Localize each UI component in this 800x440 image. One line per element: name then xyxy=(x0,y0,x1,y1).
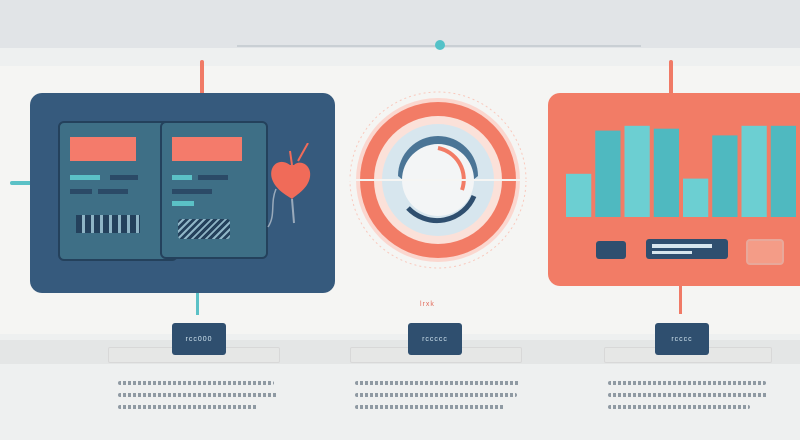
chart-bar xyxy=(653,128,679,217)
dial-gauge-icon xyxy=(338,91,538,269)
range-bar-fill xyxy=(652,244,712,248)
text-line xyxy=(608,381,766,385)
top-connector-node xyxy=(435,40,445,50)
range-bar-fill xyxy=(652,251,692,254)
chart-bar xyxy=(624,125,650,217)
device-card-2 xyxy=(160,121,268,259)
pipe-left-top xyxy=(200,60,204,96)
chart-bar xyxy=(741,125,767,217)
card-header-bar xyxy=(172,137,242,161)
card-line xyxy=(172,175,192,180)
pipe-left-bottom xyxy=(196,293,199,315)
range-bar[interactable] xyxy=(646,239,728,259)
left-label-box: rcc000 xyxy=(172,323,226,355)
device-card-1 xyxy=(58,121,178,261)
text-line xyxy=(355,393,517,397)
chart-bar xyxy=(712,135,738,217)
card-line xyxy=(172,189,212,194)
card-line xyxy=(172,201,194,206)
pipe-right-bottom xyxy=(679,286,682,314)
pipe-right-top xyxy=(669,60,673,96)
card-line xyxy=(70,175,100,180)
right-label-box: rcccc xyxy=(655,323,709,355)
text-line xyxy=(355,405,505,409)
text-line xyxy=(355,381,520,385)
bar-chart-graphic xyxy=(566,125,796,217)
chart-bar xyxy=(770,125,796,217)
center-top-label: lrxk xyxy=(420,301,435,308)
right-panel xyxy=(548,93,800,286)
card-line xyxy=(110,175,138,180)
top-bar xyxy=(0,0,800,48)
card-header-bar xyxy=(70,137,136,161)
text-line xyxy=(608,405,750,409)
card-grid xyxy=(178,219,230,239)
left-panel xyxy=(30,93,335,293)
icon-badge[interactable] xyxy=(746,239,784,265)
card-grid xyxy=(76,215,140,233)
card-line xyxy=(70,189,92,194)
stepper-icon[interactable] xyxy=(596,241,626,259)
text-line xyxy=(608,393,768,397)
heart-icon xyxy=(267,143,311,228)
pipe-left-side xyxy=(10,181,46,185)
chart-bar xyxy=(683,178,709,217)
center-label-box: rccccc xyxy=(408,323,462,355)
text-line xyxy=(118,393,278,397)
chart-bar xyxy=(566,173,592,217)
card-line xyxy=(198,175,228,180)
text-line xyxy=(118,381,274,385)
card-line xyxy=(98,189,128,194)
text-line xyxy=(118,405,258,409)
chart-bar xyxy=(595,130,621,217)
